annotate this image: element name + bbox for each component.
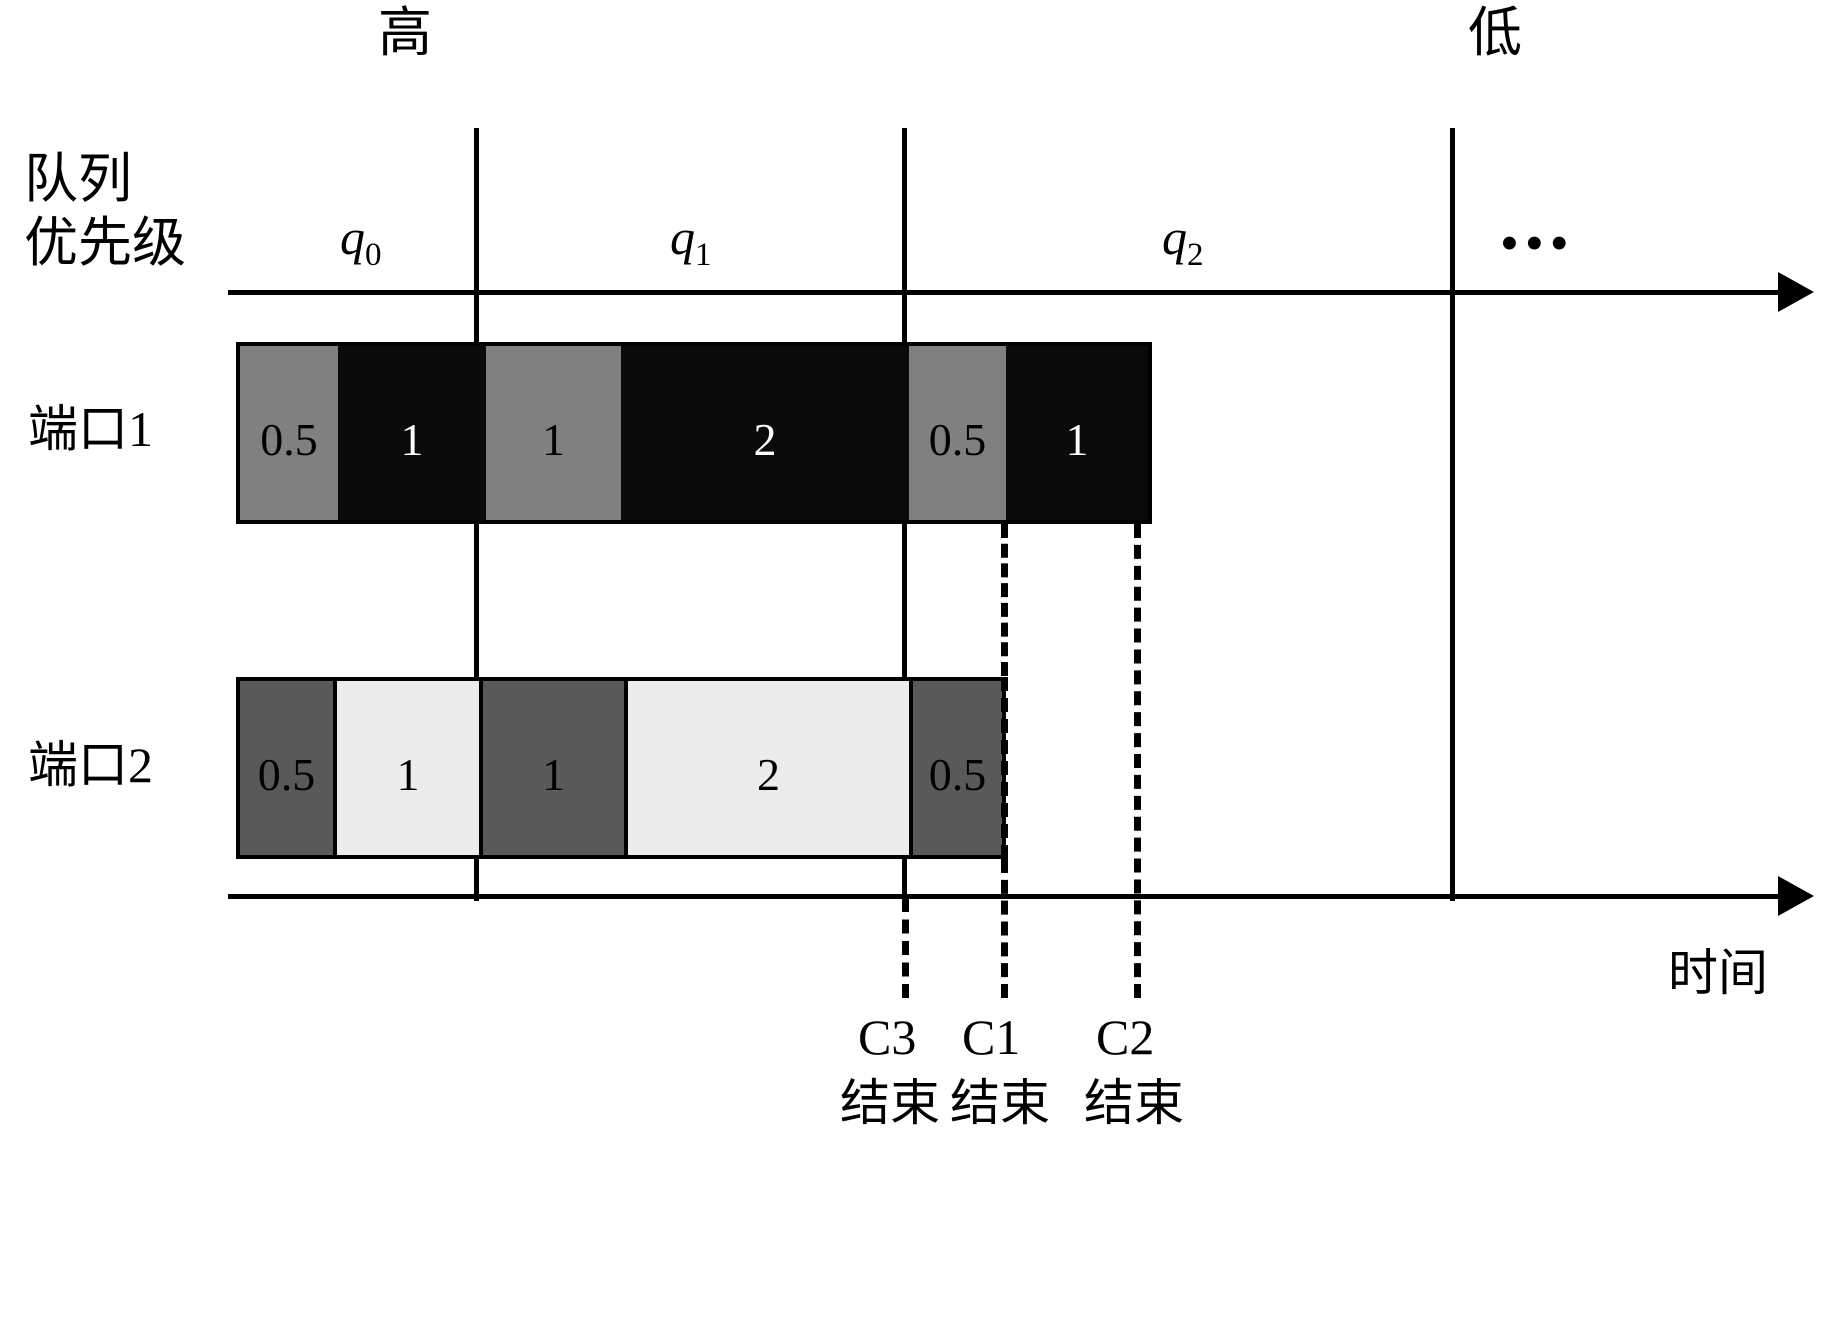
time-axis-label: 时间 — [1668, 945, 1768, 1001]
queue-label-q1-sub: 1 — [695, 237, 712, 273]
queue-priority-label-line2: 优先级 — [24, 213, 186, 273]
port1-segment-1-value: 0.5 — [260, 413, 318, 465]
port1-segment-5-value: 0.5 — [928, 413, 987, 465]
priority-axis-arrow-icon — [1778, 272, 1814, 312]
queue-priority-label-line1: 队列 — [24, 149, 132, 209]
queue-divider-q1-q2-body — [902, 293, 907, 901]
queue-label-q0: q0 — [340, 212, 382, 272]
completion-suffix-c3: 结束 — [840, 1075, 940, 1131]
port2-segment-2: 1 — [337, 681, 483, 855]
port1-segment-3: 1 — [486, 346, 621, 520]
port1-bar-seam-q0q1 — [479, 344, 483, 522]
completion-dashed-line-c2 — [1134, 524, 1141, 998]
port2-segment-1: 0.5 — [240, 681, 337, 855]
port1-segment-4: 2 — [621, 346, 909, 520]
port1-segment-1: 0.5 — [240, 346, 338, 520]
port2-segment-3: 1 — [483, 681, 628, 855]
port2-segment-2-value: 1 — [396, 748, 420, 800]
port1-segment-5: 0.5 — [909, 346, 1006, 520]
completion-suffix-c2: 结束 — [1084, 1075, 1184, 1131]
queue-label-q0-sub: 0 — [365, 237, 382, 273]
port2-segment-3-value: 1 — [542, 748, 565, 800]
port1-segment-6-value: 1 — [1065, 413, 1089, 465]
priority-low-label: 低 — [1468, 3, 1522, 63]
queue-label-q2-base: q — [1162, 209, 1187, 265]
row-label-port1: 端口1 — [28, 401, 153, 457]
completion-label-c1: C1 — [962, 1009, 1021, 1065]
port2-segment-4-value: 2 — [757, 748, 780, 800]
queue-divider-q2-more-top — [1450, 128, 1455, 293]
queue-more-ellipsis: ••• — [1500, 213, 1575, 273]
queue-label-q2: q2 — [1162, 212, 1204, 272]
completion-label-c2: C2 — [1096, 1009, 1155, 1065]
queue-label-q2-sub: 2 — [1187, 237, 1204, 273]
time-axis-line — [228, 894, 1806, 899]
port2-segment-5: 0.5 — [913, 681, 1002, 855]
completion-dashed-line-c1-lower — [1001, 859, 1008, 998]
queue-divider-q0-q1-top — [474, 128, 479, 293]
queue-divider-q0-q1-body — [474, 293, 479, 901]
queue-divider-q1-q2-top — [902, 128, 907, 293]
port1-segment-4-value: 2 — [753, 413, 777, 465]
completion-dashed-line-c3 — [902, 898, 909, 998]
priority-high-label: 高 — [378, 3, 432, 63]
port1-segment-2: 1 — [338, 346, 486, 520]
port2-timeline-bar: 0.5 1 1 2 0.5 — [236, 677, 1006, 859]
completion-suffix-c1: 结束 — [950, 1075, 1050, 1131]
port2-segment-1-value: 0.5 — [257, 748, 316, 800]
port1-segment-3-value: 1 — [542, 413, 565, 465]
port2-segment-5-value: 0.5 — [928, 748, 987, 800]
completion-label-c3: C3 — [858, 1009, 917, 1065]
row-label-port2: 端口2 — [28, 737, 153, 793]
queue-label-q0-base: q — [340, 209, 365, 265]
completion-dashed-line-c1-upper — [1001, 524, 1008, 676]
port1-segment-2-value: 1 — [400, 413, 424, 465]
time-axis-arrow-icon — [1778, 876, 1814, 916]
port2-segment-4: 2 — [628, 681, 913, 855]
port1-timeline-bar: 0.5 1 1 2 0.5 1 — [236, 342, 1152, 524]
port1-segment-6: 1 — [1006, 346, 1148, 520]
queue-divider-q2-more-body — [1450, 293, 1455, 901]
queue-label-q1-base: q — [670, 209, 695, 265]
completion-dashed-line-c1-mid — [1001, 677, 1008, 859]
priority-axis-line — [228, 290, 1806, 295]
queue-label-q1: q1 — [670, 212, 712, 272]
